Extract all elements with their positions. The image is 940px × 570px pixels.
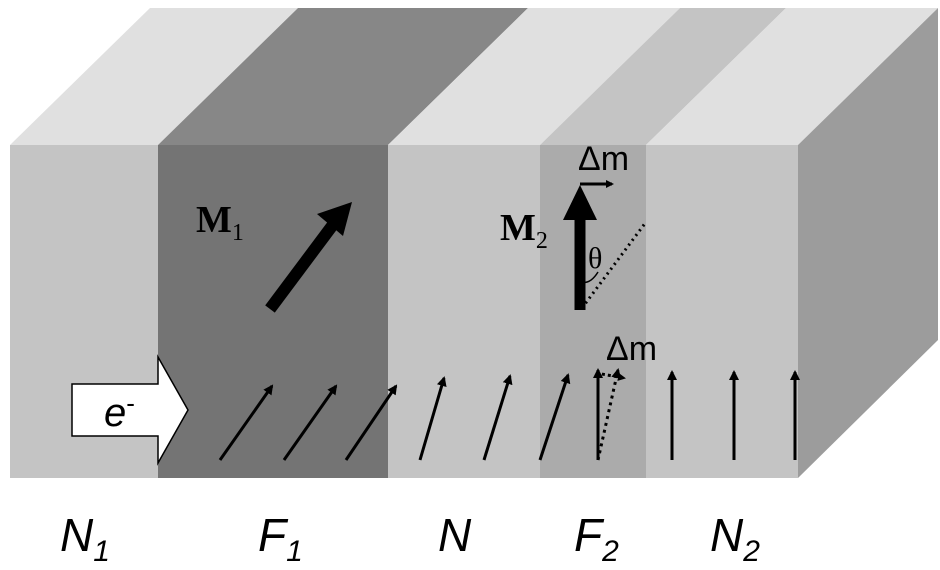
dm-lower-label: Δm: [606, 330, 657, 368]
spin-arrow-f2-tilted: [596, 368, 622, 461]
spin-arrows: [218, 368, 800, 461]
m2-arrow-head: [563, 185, 597, 220]
m1-arrow-head: [317, 202, 352, 236]
electron-label: e-: [104, 388, 135, 435]
spin-arrow-f1-1: [218, 384, 274, 461]
layer-f2-top: [540, 8, 786, 145]
block-side-face: [798, 8, 938, 478]
m1-sub: 1: [232, 220, 244, 246]
block-front-faces: [10, 145, 798, 478]
layer-f1-front: [158, 145, 388, 478]
electron-charge: -: [126, 388, 135, 418]
spin-arrow-n-3: [538, 373, 571, 461]
block-top-faces: [10, 8, 938, 145]
theta-label: θ: [588, 242, 602, 275]
layer-f2-front: [540, 145, 646, 478]
m2-sub: 2: [536, 228, 548, 254]
layer-n2-top: [646, 8, 938, 145]
electron-arrow-shape: [71, 354, 189, 466]
label-n1: N1: [60, 509, 110, 568]
spin-arrow-n-1: [418, 376, 447, 461]
spin-arrow-dm: [595, 371, 626, 381]
layer-n1-top: [10, 8, 298, 145]
magnetization-2: M2 Δm θ: [500, 140, 648, 310]
layer-n2-front: [646, 145, 798, 478]
layer-f1-top: [158, 8, 528, 145]
label-n2: N2: [710, 509, 760, 568]
label-n: N: [438, 509, 472, 561]
theta-arc: [579, 271, 599, 284]
m1-label: M1: [196, 199, 244, 246]
electron-arrow: e-: [71, 354, 189, 466]
label-f1: F1: [258, 509, 303, 568]
magnetization-1: M1: [196, 199, 352, 313]
spin-arrow-f1-3: [344, 384, 398, 461]
label-f2: F2: [574, 509, 619, 568]
m1-arrow-shaft: [265, 218, 340, 313]
layer-labels: N1 F1 N F2 N2: [60, 509, 760, 568]
dm-upper-label: Δm: [578, 140, 629, 178]
layer-n-front: [388, 145, 540, 478]
m2-label: M2: [500, 207, 548, 254]
layer-n-top: [388, 8, 680, 145]
spin-arrow-n-2: [482, 374, 513, 461]
spin-arrow-f1-2: [282, 384, 338, 461]
